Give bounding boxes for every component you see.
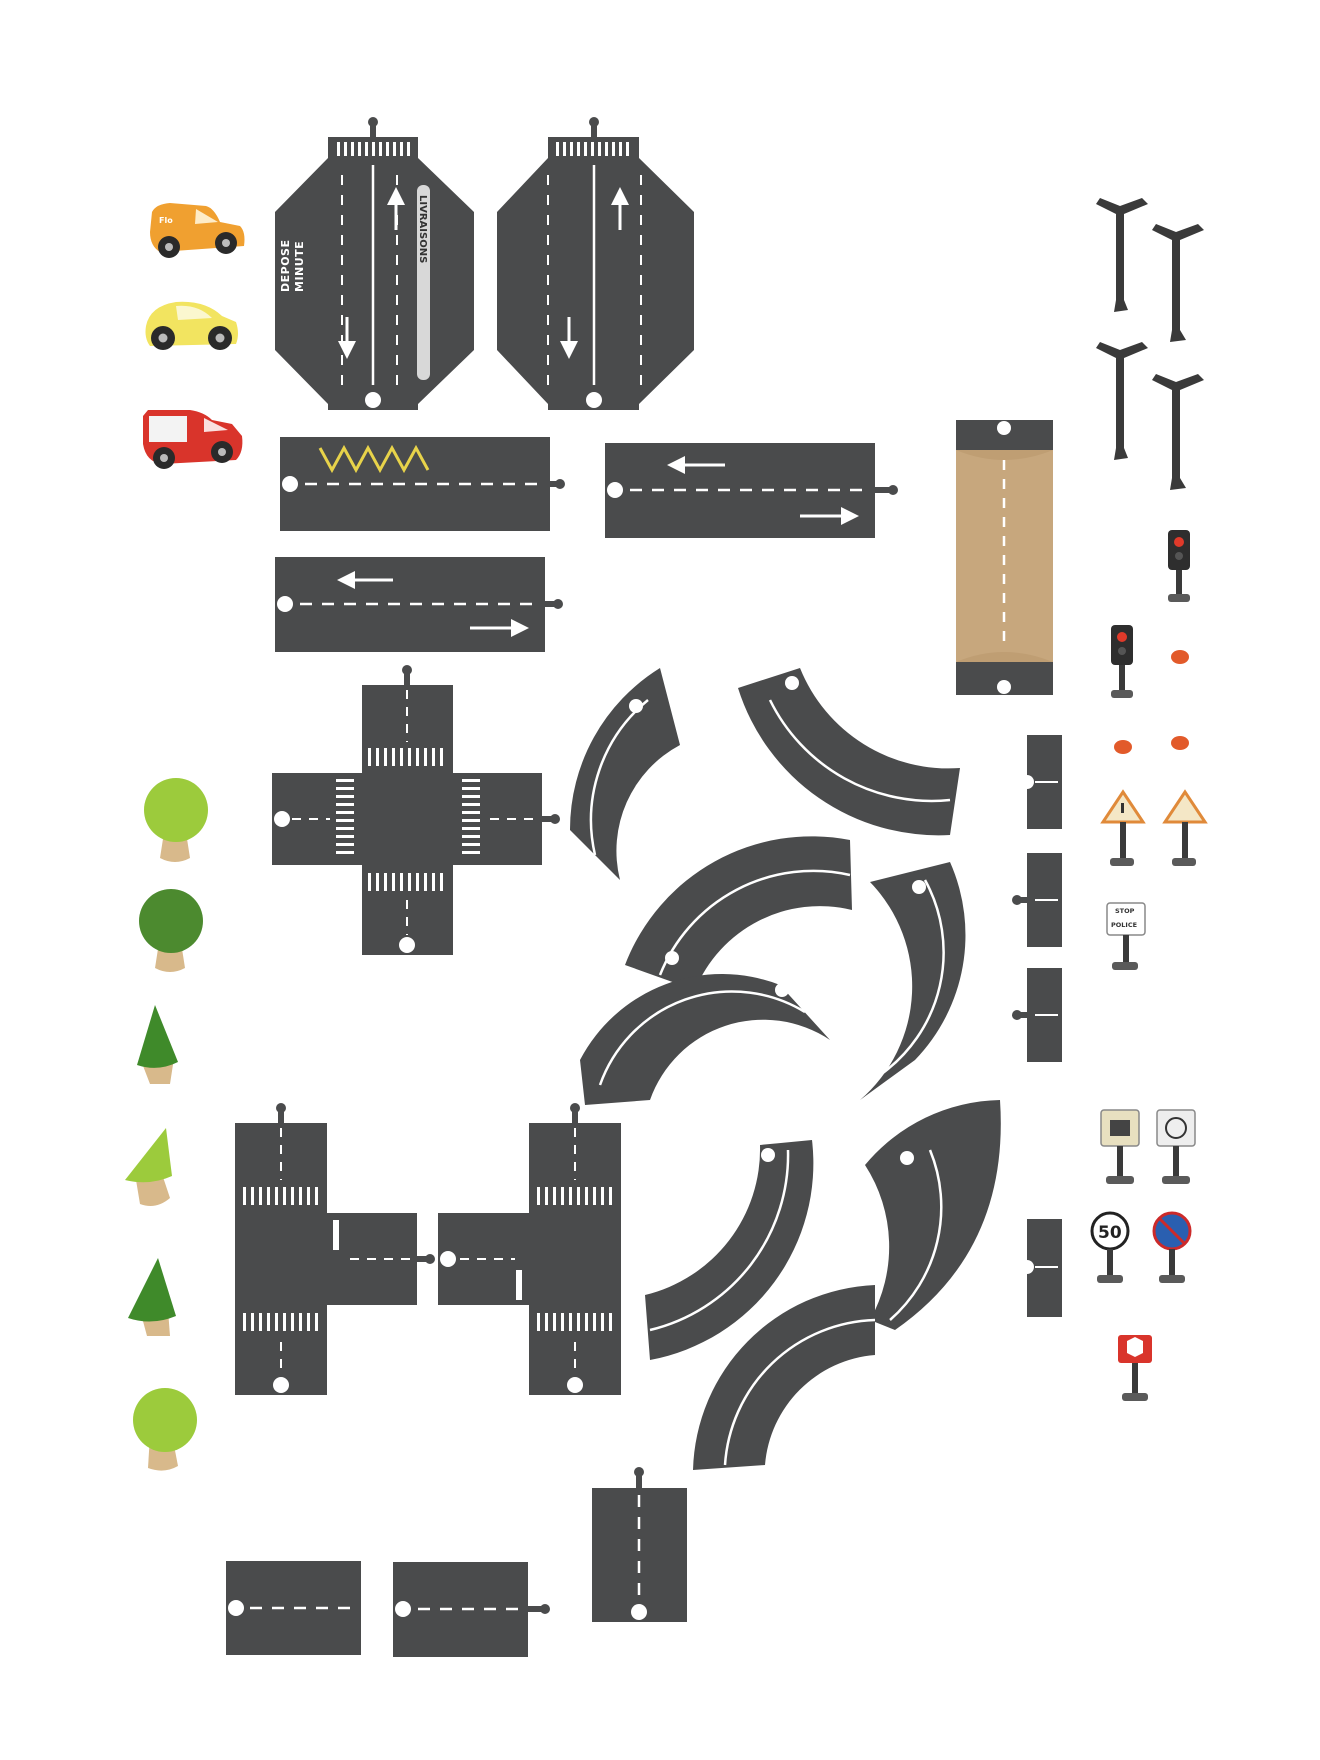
street-lamp-4: [1152, 374, 1204, 490]
straight-road-vertical[interactable]: [592, 1467, 687, 1622]
tree-round-light-1: [144, 778, 208, 862]
crossroad-tile[interactable]: [272, 665, 560, 955]
livraisons-label: LIVRAISONS: [417, 195, 428, 263]
orange-car: Flo: [150, 203, 245, 258]
street-lamp-3: [1096, 342, 1148, 460]
curve-road-g[interactable]: [865, 1100, 1001, 1330]
curve-road-e[interactable]: [580, 974, 830, 1105]
short-segment-4[interactable]: [1020, 1219, 1062, 1317]
t-junction-right[interactable]: [438, 1103, 621, 1395]
yellow-car: [145, 301, 238, 350]
plaza-tile-depose[interactable]: LIVRAISONS DEPOSE MINUTE: [275, 117, 474, 410]
minute-label: MINUTE: [293, 241, 306, 292]
parcel-sign: [1118, 1335, 1152, 1401]
tree-cone-2: [125, 1128, 172, 1206]
curve-road-d[interactable]: [860, 862, 966, 1100]
speed-limit-sign: 50: [1090, 1211, 1130, 1283]
depose-label: DEPOSE: [279, 240, 292, 293]
curve-road-a[interactable]: [569, 668, 680, 880]
straight-road-short-a[interactable]: [226, 1561, 361, 1655]
warning-sign-2: [1162, 789, 1208, 866]
straight-road-two-way-b[interactable]: [275, 557, 563, 652]
short-segment-1[interactable]: [1020, 735, 1062, 829]
traffic-light-2: [1111, 625, 1133, 698]
straight-road-two-way-a[interactable]: [605, 443, 898, 538]
speed-camera-sign: [1100, 1109, 1140, 1184]
straight-road-zigzag[interactable]: [280, 437, 565, 531]
short-segment-3[interactable]: [1012, 968, 1062, 1062]
plaza-tile-plain[interactable]: [497, 117, 694, 410]
street-lamp-2: [1152, 224, 1204, 342]
curve-road-c[interactable]: [625, 836, 852, 990]
red-car: [143, 410, 243, 469]
tow-zone-sign: [1156, 1109, 1196, 1184]
tree-cone-3: [128, 1258, 176, 1336]
car-logo-label: Flo: [159, 216, 173, 225]
no-parking-sign: [1152, 1211, 1192, 1283]
speed-limit-label: 50: [1098, 1223, 1122, 1243]
traffic-cones: [1114, 650, 1189, 754]
street-lamp-1: [1096, 198, 1148, 312]
stop-police-sign: STOP POLICE: [1106, 902, 1146, 970]
short-segment-2[interactable]: [1012, 853, 1062, 947]
t-junction-left[interactable]: [235, 1103, 435, 1395]
tree-round-dark: [139, 889, 203, 972]
straight-road-short-b[interactable]: [393, 1562, 550, 1657]
stop-label: STOP: [1115, 907, 1135, 915]
warning-sign-1: [1100, 789, 1146, 866]
tree-cone-1: [137, 1005, 178, 1084]
traffic-light-1: [1168, 530, 1190, 602]
tree-round-light-2: [133, 1388, 197, 1471]
curve-road-f[interactable]: [645, 1140, 814, 1360]
curve-road-h[interactable]: [693, 1285, 876, 1470]
curve-road-b[interactable]: [738, 668, 960, 836]
police-label: POLICE: [1111, 921, 1137, 929]
wooden-bridge[interactable]: [956, 420, 1053, 695]
